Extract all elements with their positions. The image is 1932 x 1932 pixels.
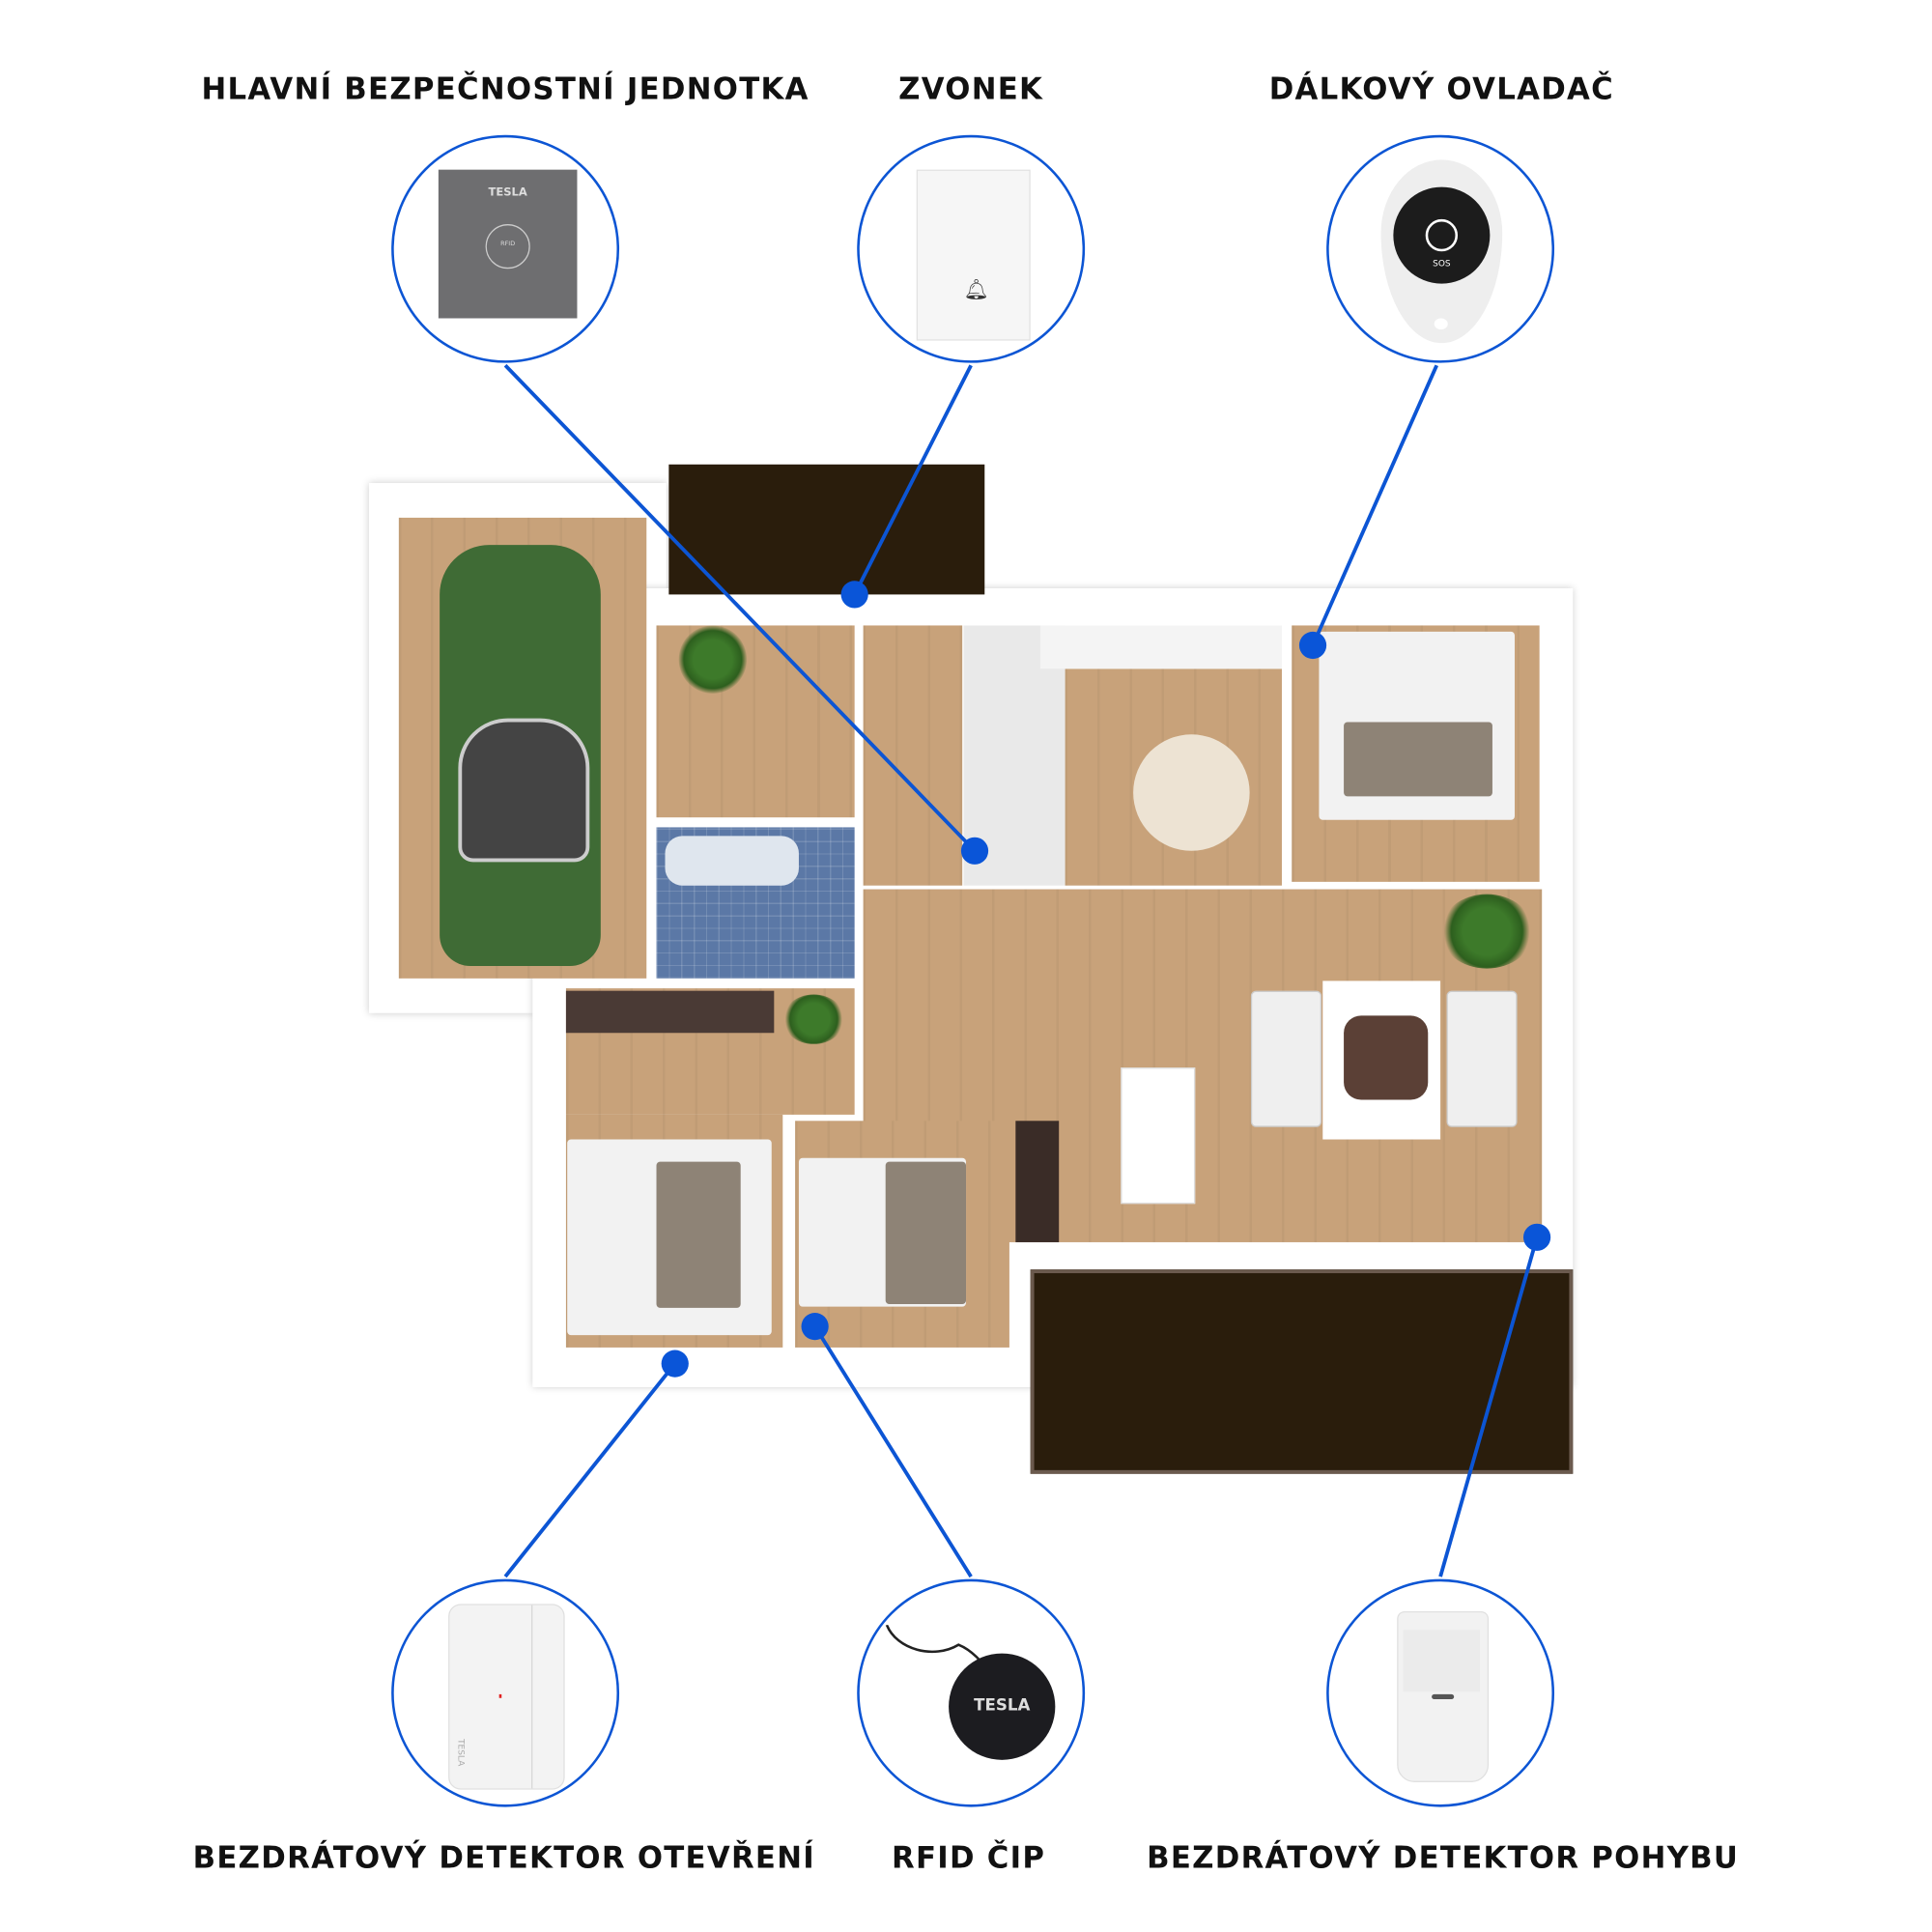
connector-motion-detector	[1438, 1236, 1539, 1577]
main-unit-circle: TESLA RFID	[391, 134, 620, 363]
location-dot-remote	[1298, 631, 1327, 660]
closet	[1015, 1121, 1060, 1242]
rfid-chip-device: TESLA	[949, 1653, 1056, 1760]
label-door-detector: BEZDRÁTOVÝ DETEKTOR OTEVŘENÍ	[192, 1840, 815, 1876]
location-dot-door-detector	[661, 1350, 689, 1378]
location-dot-main-unit	[960, 837, 989, 865]
door-detector-circle: TESLA	[391, 1578, 620, 1807]
rfid-chip-circle: TESLA	[857, 1578, 1086, 1807]
label-rfid-chip: RFID ČIP	[891, 1840, 1046, 1876]
car	[440, 545, 601, 967]
label-remote: DÁLKOVÝ OVLADAČ	[1268, 71, 1615, 107]
connector-rfid-chip	[812, 1325, 973, 1578]
doorbell-device: 🔔︎	[916, 169, 1031, 341]
location-dot-rfid-chip	[801, 1313, 829, 1341]
connector-remote	[1311, 364, 1438, 646]
location-dot-motion-detector	[1522, 1223, 1551, 1251]
motion-detector-circle	[1326, 1578, 1555, 1807]
top-balcony	[668, 464, 985, 595]
corridor	[863, 625, 963, 886]
motion-detector-device	[1397, 1611, 1490, 1782]
remote-device: SOS	[1380, 159, 1503, 344]
doorbell-circle: 🔔︎	[857, 134, 1086, 363]
label-motion-detector: BEZDRÁTOVÝ DETEKTOR POHYBU	[1147, 1840, 1740, 1876]
connector-door-detector	[503, 1362, 677, 1578]
bell-icon: 🔔︎	[963, 277, 989, 301]
label-doorbell: ZVONEK	[898, 71, 1044, 107]
bottom-terrace	[1030, 1269, 1574, 1474]
connector-main-unit	[503, 363, 977, 853]
connector-doorbell	[852, 364, 973, 596]
location-dot-doorbell	[840, 581, 868, 609]
main-unit-device: TESLA RFID	[438, 169, 578, 319]
label-main-unit: HLAVNÍ BEZPEČNOSTNÍ JEDNOTKA	[201, 71, 810, 107]
remote-circle: SOS	[1326, 134, 1555, 363]
door-detector-device: TESLA	[448, 1604, 565, 1790]
